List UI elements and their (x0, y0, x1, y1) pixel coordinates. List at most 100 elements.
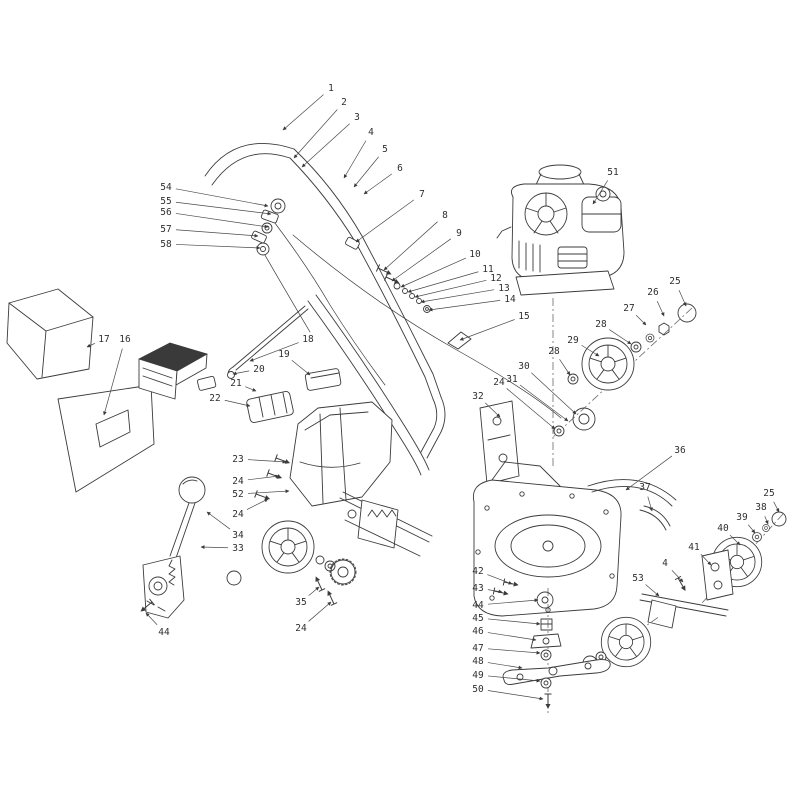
part-number-11: 11 (482, 264, 494, 275)
part-number-53: 53 (632, 573, 643, 584)
leader-line-4 (343, 140, 367, 179)
part-number-12: 12 (490, 273, 501, 284)
part-number-27: 27 (623, 303, 634, 314)
leader-line-45 (487, 618, 541, 626)
leader-line-32 (484, 402, 501, 418)
cable-rod (227, 305, 309, 378)
leader-line-27 (635, 314, 647, 326)
leader-line-12 (414, 279, 487, 299)
leader-line-3 (301, 123, 350, 168)
leader-line-34 (206, 511, 231, 530)
leader-line-47 (487, 648, 541, 655)
deck-bracket (479, 400, 520, 485)
part-number-24: 24 (295, 623, 307, 634)
part-number-1: 1 (328, 83, 334, 94)
handle-hardware (251, 198, 472, 350)
leader-line-21 (245, 386, 257, 392)
leader-line-17 (86, 342, 96, 348)
part-number-36: 36 (674, 445, 686, 456)
part-number-29: 29 (567, 335, 579, 346)
part-number-16: 16 (119, 334, 131, 345)
part-number-38: 38 (755, 502, 767, 513)
leader-line-39 (748, 524, 756, 534)
leader-line-44 (487, 598, 539, 605)
part-number-50: 50 (472, 684, 484, 695)
part-number-35: 35 (295, 597, 306, 608)
part-number-47: 47 (472, 643, 483, 654)
part-number-41: 41 (688, 542, 700, 553)
part-number-24: 24 (493, 377, 505, 388)
part-number-44: 44 (158, 627, 170, 638)
part-number-55: 55 (160, 196, 171, 207)
leader-line-50 (487, 690, 544, 701)
grass-bag (6, 288, 94, 380)
leader-line-36 (625, 455, 673, 491)
part-number-58: 58 (160, 239, 172, 250)
leader-line-29 (581, 344, 600, 357)
leader-line-26 (656, 300, 665, 317)
handle-assembly (204, 143, 562, 476)
leader-line-40 (729, 534, 741, 546)
leader-line-9 (391, 238, 452, 282)
leader-line-24 (506, 388, 556, 430)
part-number-9: 9 (456, 228, 462, 239)
leader-line-25 (773, 501, 780, 513)
mower-deck (472, 461, 622, 617)
part-number-7: 7 (419, 189, 425, 200)
leader-line-43 (487, 589, 503, 594)
part-number-3: 3 (354, 112, 360, 123)
leader-line-5 (353, 156, 379, 188)
rear-wheel-assembly-upper (551, 303, 697, 439)
leader-line-55 (175, 201, 272, 216)
leader-line-10 (400, 257, 467, 288)
leader-line-19 (291, 360, 311, 376)
leader-line-54 (175, 188, 269, 208)
part-number-28: 28 (595, 319, 607, 330)
leader-line-4 (671, 570, 684, 583)
leader-line-25 (678, 290, 687, 307)
leader-line-11 (407, 271, 479, 293)
part-number-6: 6 (397, 163, 403, 174)
part-number-42: 42 (472, 566, 483, 577)
part-number-25: 25 (669, 276, 680, 287)
leader-line-46 (487, 632, 537, 642)
part-number-25: 25 (763, 488, 774, 499)
leader-line-48 (487, 662, 523, 670)
part-number-14: 14 (504, 294, 516, 305)
leader-line-23 (247, 459, 287, 464)
part-number-44: 44 (472, 600, 484, 611)
leader-line-15 (459, 319, 515, 341)
part-number-28: 28 (548, 346, 560, 357)
blade-assembly (492, 578, 611, 714)
leader-line-56 (175, 213, 269, 229)
part-number-19: 19 (278, 349, 290, 360)
leader-line-24 (308, 601, 332, 622)
part-number-15: 15 (518, 311, 529, 322)
part-number-23: 23 (232, 454, 243, 465)
part-number-49: 49 (472, 670, 484, 681)
part-number-4: 4 (662, 558, 668, 569)
part-number-24: 24 (232, 476, 244, 487)
part-number-20: 20 (253, 364, 265, 375)
part-number-39: 39 (736, 512, 748, 523)
part-number-24: 24 (232, 509, 244, 520)
part-number-18: 18 (302, 334, 314, 345)
part-number-30: 30 (518, 361, 530, 372)
leader-line-30 (531, 372, 577, 415)
part-number-10: 10 (469, 249, 481, 260)
control-panel-box (138, 342, 217, 400)
leader-line-57 (175, 229, 259, 238)
part-number-37: 37 (639, 482, 650, 493)
rear-wheel-assembly-right (639, 511, 787, 629)
part-number-4: 4 (368, 127, 374, 138)
leader-line-2 (293, 109, 338, 159)
discharge-chute (57, 384, 155, 493)
part-number-33: 33 (232, 543, 243, 554)
leader-line-41 (700, 554, 712, 566)
part-number-40: 40 (717, 523, 729, 534)
leader-line-14 (428, 299, 501, 312)
leader-line-6 (363, 173, 393, 195)
part-number-26: 26 (647, 287, 659, 298)
